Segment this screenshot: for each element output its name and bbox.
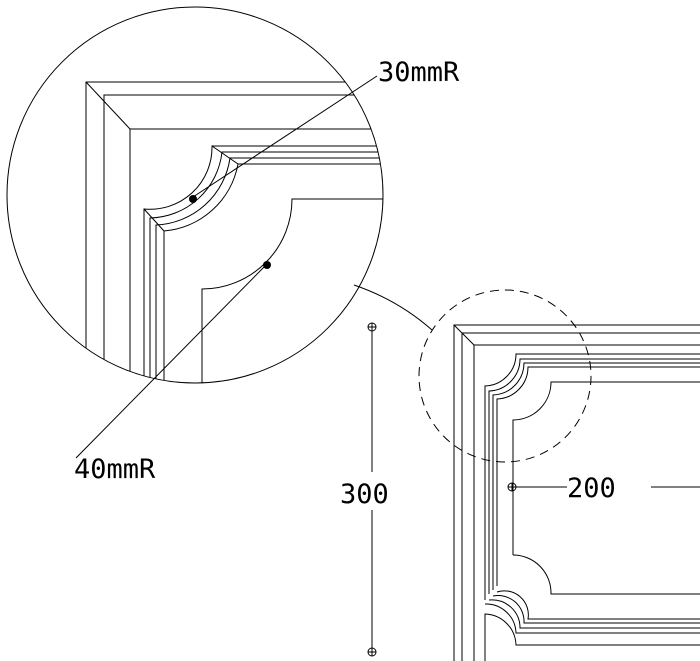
dimension-width: 200 [507,473,700,504]
detail-circle-outline [6,6,384,384]
detail-callout-circle [418,289,592,463]
main-frame [418,289,700,661]
radius-point-30 [189,195,197,203]
detail-view: 30mmR 40mmR [6,6,460,485]
detail-connector [353,284,433,331]
label-30mmR: 30mmR [378,57,460,88]
leader-30mmR [189,75,378,200]
label-40mmR: 40mmR [74,454,156,485]
dimension-height: 300 [340,322,389,657]
leader-40mmR [75,264,267,459]
detail-frame-profile [85,81,383,383]
label-200: 200 [567,473,616,504]
radius-point-40 [263,261,271,269]
label-300: 300 [340,479,389,510]
